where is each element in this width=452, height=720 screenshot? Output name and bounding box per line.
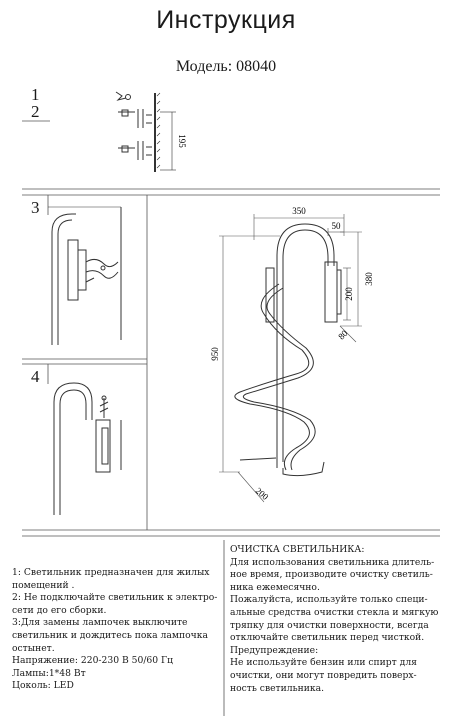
dimension-right-height: 380 xyxy=(364,272,374,286)
dimension-plate-offset: 80 xyxy=(336,328,350,342)
cleaning-line: Пожалуйста, используйте только специ- xyxy=(230,594,428,606)
step-number-2: 2 xyxy=(31,102,40,121)
model-number: Модель: 08040 xyxy=(175,58,277,75)
mounting-detail xyxy=(115,91,176,172)
dimension-bottom-width: 200 xyxy=(254,486,271,503)
technical-specs: Напряжение: 220-230 В 50/60 Гц Лампы:1*4… xyxy=(12,655,217,693)
cleaning-line: Для использования светильника длитель- xyxy=(230,556,435,568)
document-title: Инструкция xyxy=(156,6,296,34)
warning-heading: Предупреждение: xyxy=(230,644,319,656)
dimension-lines xyxy=(219,214,362,503)
cleaning-line: отключайте светильник перед чисткой. xyxy=(230,632,425,644)
cleaning-line: ное время, производите очистку светиль- xyxy=(230,569,433,581)
cleaning-line: ность светильника. xyxy=(230,682,324,694)
step-number-1: 1 xyxy=(31,85,40,104)
cleaning-line: тряпку для очистки поверхности, всегда xyxy=(230,619,429,631)
usage-notes: 1: Светильник предназначен для жилых пом… xyxy=(12,567,217,693)
dimension-width: 350 xyxy=(292,206,306,216)
dimension-depth-top: 50 xyxy=(332,221,342,231)
spec-lamps: Лампы:1*48 Вт xyxy=(12,667,86,679)
step4-detail xyxy=(53,382,122,515)
dimension-back-plate: 200 xyxy=(344,287,354,301)
cleaning-line: ника ежемесячно. xyxy=(230,581,320,593)
note-line: 1: Светильник предназначен для жилых xyxy=(12,567,210,578)
cleaning-heading: ОЧИСТКА СВЕТИЛЬНИКА: xyxy=(230,544,365,555)
cleaning-line: очистки, они могут повредить поверх- xyxy=(230,669,417,681)
step-number-3: 3 xyxy=(31,198,40,217)
dimension-mount-height: 195 xyxy=(177,134,187,148)
spec-socket: Цоколь: LED xyxy=(12,680,74,692)
cleaning-line: Не используйте бензин или спирт для xyxy=(230,657,417,669)
note-line: светильник и дождитесь пока лампочка xyxy=(12,629,208,641)
note-line: сети до его сборки. xyxy=(12,604,107,616)
spec-voltage: Напряжение: 220-230 В 50/60 Гц xyxy=(12,655,174,667)
step-number-4: 4 xyxy=(31,367,40,386)
frame-lines xyxy=(22,120,440,537)
lamp-drawing xyxy=(234,223,342,477)
note-line: остынет. xyxy=(12,642,55,654)
dimension-total-height: 950 xyxy=(210,347,220,361)
step3-detail xyxy=(48,206,122,345)
note-line: 2: Не подключайте светильник к электро- xyxy=(12,592,218,604)
cleaning-line: альные средства очистки стекла и мягкую xyxy=(230,606,439,618)
cleaning-instructions: ОЧИСТКА СВЕТИЛЬНИКА: Для использования с… xyxy=(230,544,446,695)
note-line: помещений . xyxy=(12,579,75,591)
note-line: 3:Для замены лампочек выключите xyxy=(12,617,188,629)
